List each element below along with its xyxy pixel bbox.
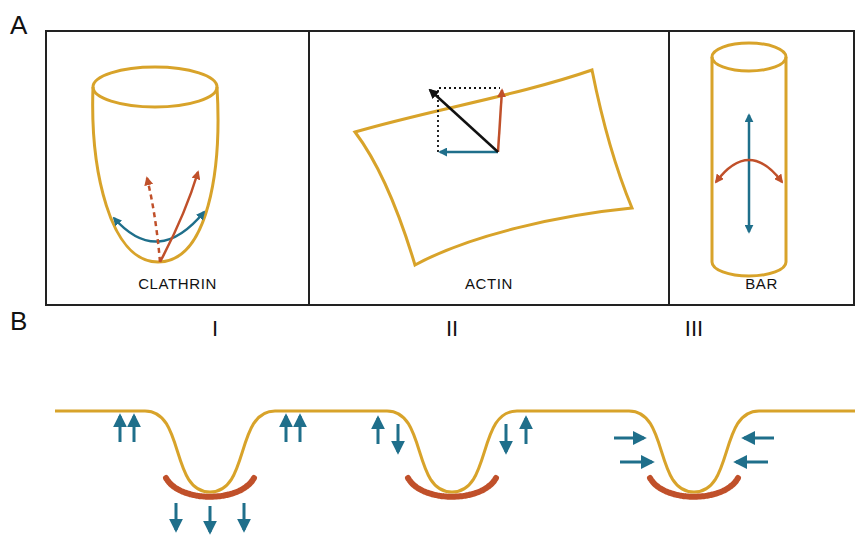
stage-numeral: II (446, 316, 458, 342)
panel-box: BAR (668, 30, 855, 306)
stage-numeral: I (212, 316, 218, 342)
clathrin-cup (93, 67, 218, 262)
force-arrows (120, 416, 774, 532)
panel-box: CLATHRIN (45, 30, 310, 306)
panel-box: ACTIN (308, 30, 670, 306)
panel-letter: B (10, 306, 27, 337)
panel-label: ACTIN (310, 275, 668, 292)
protein-coat (166, 478, 738, 497)
stage-numeral: III (685, 316, 703, 342)
panel-label: BAR (670, 275, 853, 292)
actin-sheet (355, 70, 632, 265)
panel-label: CLATHRIN (47, 275, 308, 292)
panel-letter: A (10, 10, 27, 41)
bar-cylinder (712, 43, 786, 276)
